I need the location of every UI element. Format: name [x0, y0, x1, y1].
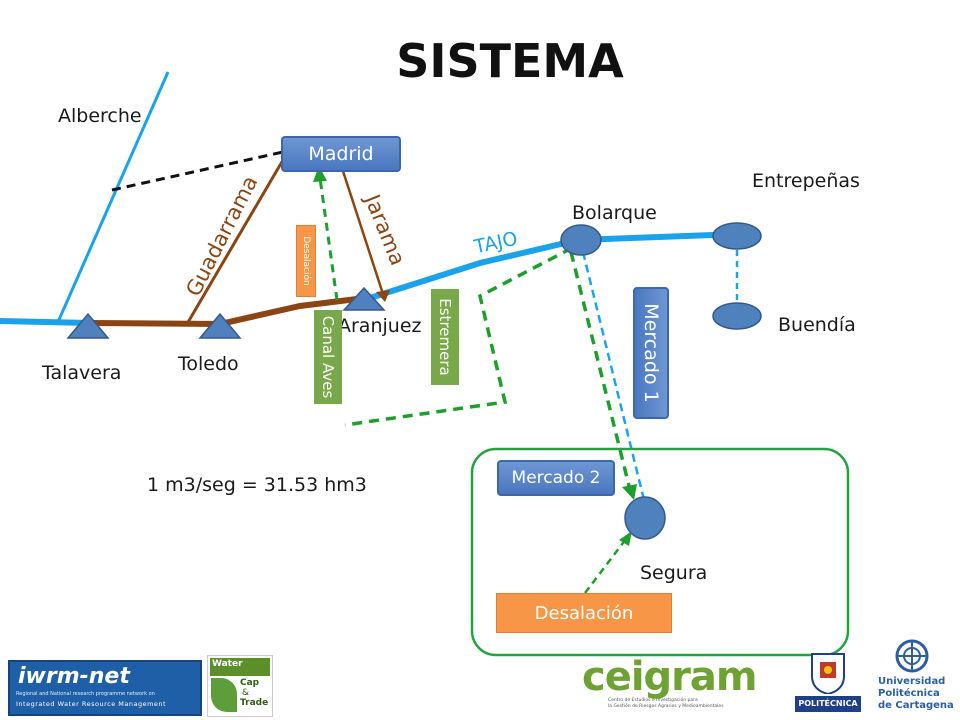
water-cap-trade-logo: Water Cap & Trade: [207, 655, 273, 717]
politecnica-crest-icon: [811, 653, 845, 694]
tajo-river-upper: [369, 231, 741, 301]
wct-line1: Water: [212, 659, 243, 669]
madrid-flow-arrowhead: [313, 166, 327, 182]
wct-line2: Cap: [240, 678, 260, 688]
upct-line2: Politécnica: [878, 688, 940, 699]
tajo-river-left: [0, 318, 91, 326]
talavera-label: Talavera: [42, 362, 122, 384]
segura-node: [624, 496, 666, 540]
desalacion-box: Desalación: [496, 593, 672, 633]
politecnica-logo: POLITÉCNICA: [795, 650, 861, 714]
aranjuez-label: Aranjuez: [338, 315, 422, 337]
wct-line4: Trade: [240, 698, 269, 708]
ceigram-logo-name: ceigram: [582, 654, 758, 700]
wct-line3: &: [242, 688, 250, 698]
alberche-label: Alberche: [58, 105, 142, 127]
talavera-node: [66, 312, 110, 339]
desalacion-small-box: Desalación: [296, 225, 316, 297]
canal-aves-flow: [344, 246, 573, 427]
ceigram-logo: ceigram Centro de Estudios e Investigaci…: [582, 654, 772, 712]
segura-label: Segura: [640, 562, 708, 584]
bolarque-segura-transfer: [581, 251, 646, 501]
upct-logo: Universidad Politécnica de Cartagena: [872, 638, 958, 716]
alberche-river: [56, 71, 170, 323]
mercado2-box: Mercado 2: [497, 460, 615, 496]
iwrm-net-logo: iwrm-net Regional and National research …: [8, 660, 202, 716]
toledo-label: Toledo: [178, 353, 239, 375]
bolarque-label: Bolarque: [572, 202, 657, 224]
iwrm-logo-subtitle: Integrated Water Resource Management: [16, 700, 167, 708]
guadarrama-river: [185, 159, 285, 325]
buendia-label: Buendía: [778, 314, 856, 336]
bolarque-node: [560, 224, 602, 256]
desalacion-segura-flow: [584, 538, 627, 594]
segura-flow-arrowhead: [619, 531, 632, 546]
canal-aves-box: Canal Aves: [314, 310, 342, 404]
mercado2-flow-arrowhead: [622, 484, 637, 500]
bolarque-mercado2-flow: [569, 251, 632, 491]
upct-emblem-icon: [895, 639, 929, 673]
conversion-note: 1 m3/seg = 31.53 hm3: [147, 474, 367, 496]
segura-zone: [470, 447, 850, 657]
buendia-node: [712, 302, 762, 330]
aranjuez-madrid-flow: [318, 177, 339, 301]
entrepenas-label: Entrepeñas: [752, 170, 860, 192]
mercado1-box: Mercado 1: [633, 287, 669, 419]
ceigram-logo-sub1: Centro de Estudios e Investigación para: [608, 698, 698, 703]
jarama-river: [340, 167, 385, 295]
aranjuez-node: [342, 286, 386, 311]
estremera-box: Estremera: [431, 289, 459, 385]
madrid-box: Madrid: [281, 136, 401, 172]
iwrm-logo-tagline: Regional and National research programme…: [16, 691, 155, 697]
entrepenas-node: [712, 222, 762, 250]
upct-line3: de Cartagena: [878, 700, 954, 711]
upct-line1: Universidad: [878, 676, 946, 687]
page-title: SISTEMA: [396, 34, 624, 88]
politecnica-logo-text: POLITÉCNICA: [795, 696, 861, 712]
jarama-arrowhead: [376, 290, 390, 302]
tajo-river-brown: [89, 295, 366, 328]
toledo-node: [198, 312, 242, 339]
ceigram-logo-sub2: la Gestión de Riesgos Agrarios y Medioam…: [608, 704, 724, 709]
iwrm-logo-name: iwrm-net: [18, 664, 130, 689]
